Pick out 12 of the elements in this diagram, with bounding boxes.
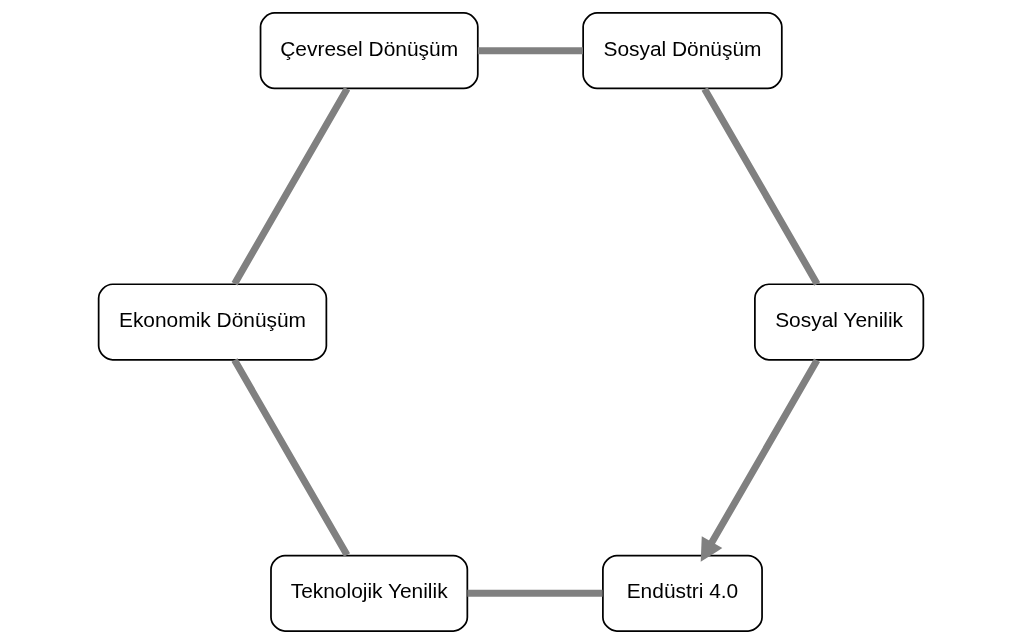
node-box: Endüstri 4.0 [601,554,763,632]
connector [231,358,350,557]
node-box: Çevresel Dönüşüm [259,12,479,90]
connector [701,87,820,286]
connector [231,87,350,286]
node-box: Ekonomik Dönüşüm [97,283,327,361]
node-box: Sosyal Dönüşüm [581,12,783,90]
arrow [700,358,820,562]
connector [466,589,603,597]
connector [477,47,583,55]
node-box: Teknolojik Yenilik [269,554,468,632]
node-box: Sosyal Yenilik [753,283,924,361]
